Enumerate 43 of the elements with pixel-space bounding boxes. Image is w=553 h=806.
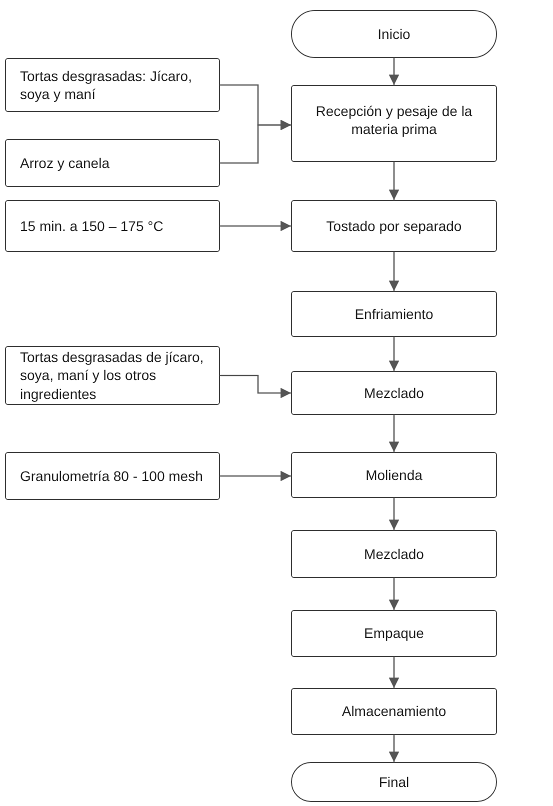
process-box xyxy=(291,688,497,735)
process-box xyxy=(291,452,497,498)
process-box xyxy=(5,452,220,500)
arrow xyxy=(220,374,291,398)
process-box xyxy=(291,291,497,337)
step-text: Tortas desgrasadas: Jícaro, soya y maní xyxy=(20,66,193,104)
arrow xyxy=(388,415,400,452)
step-text: Mezclado xyxy=(364,384,424,402)
step-text: Enfriamiento xyxy=(354,304,434,324)
process-box xyxy=(5,346,220,405)
step-text: Molienda xyxy=(366,466,422,484)
arrow xyxy=(388,578,400,610)
process-box xyxy=(291,530,497,578)
step-text: Empaque xyxy=(364,624,424,643)
step-text: Inicio xyxy=(378,24,410,44)
step-text: Tostado por separado xyxy=(326,216,462,236)
step-text: Mezclado xyxy=(364,544,424,564)
arrow xyxy=(388,657,400,688)
step-text: Almacenamiento xyxy=(342,702,446,721)
step-text: Final xyxy=(378,772,410,792)
step-text: Granulometría 80 - 100 mesh xyxy=(20,466,203,486)
process-box xyxy=(5,139,220,187)
step-text: 15 min. a 150 – 175 °C xyxy=(20,216,164,236)
arrow xyxy=(388,735,400,762)
process-box xyxy=(5,58,220,112)
arrow xyxy=(388,252,400,291)
process-box xyxy=(5,200,220,252)
process-box xyxy=(291,610,497,657)
step-text: Recepción y pesaje de la materia prima xyxy=(314,102,474,138)
step-text: Arroz y canela xyxy=(20,154,110,172)
arrow xyxy=(388,498,400,530)
terminal-shape xyxy=(291,762,497,802)
arrow xyxy=(220,470,291,482)
arrow xyxy=(388,58,400,85)
arrow xyxy=(220,120,291,164)
terminal-shape xyxy=(291,10,497,58)
step-text: Tortas desgrasadas de jícaro, soya, maní y los otros ingredientes xyxy=(20,348,205,403)
process-box xyxy=(291,371,497,415)
arrow xyxy=(388,162,400,200)
arrow xyxy=(388,337,400,371)
arrow xyxy=(220,220,291,232)
process-box xyxy=(291,85,497,162)
process-box xyxy=(291,200,497,252)
